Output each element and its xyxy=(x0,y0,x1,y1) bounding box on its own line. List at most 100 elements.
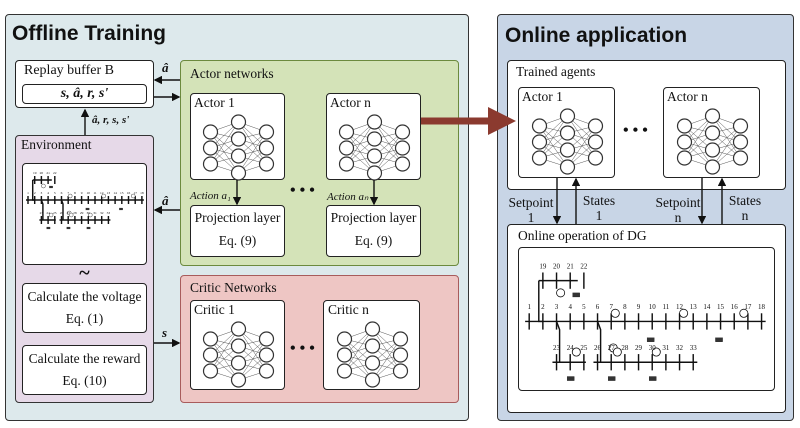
generator-icon xyxy=(739,308,749,318)
nn-node xyxy=(366,114,383,130)
nn-node xyxy=(559,125,576,141)
nn-edge xyxy=(344,328,373,372)
nn-node xyxy=(394,124,411,140)
load-icon xyxy=(566,376,575,381)
bus-number: 15 xyxy=(120,191,124,195)
bus-number: 21 xyxy=(46,171,50,175)
bus-number: 32 xyxy=(100,211,104,215)
bus-number: 16 xyxy=(127,191,131,195)
actor-n-box xyxy=(326,93,421,181)
nn-node xyxy=(258,363,275,379)
nn-node xyxy=(230,355,247,371)
nn-node xyxy=(392,347,409,363)
setpoint-1-text: Setpoint xyxy=(508,195,554,210)
generator-icon xyxy=(48,212,54,218)
nn-node xyxy=(364,338,381,354)
bus-number: 20 xyxy=(40,171,44,175)
bus-number: 7 xyxy=(609,303,613,311)
nn-node xyxy=(676,134,693,150)
critic-networks-label: Critic Networks xyxy=(190,280,277,295)
trained-actor-n-box xyxy=(663,87,760,178)
nn-node xyxy=(732,118,749,134)
a-hat-env-label: â xyxy=(162,193,169,208)
bus-number: 9 xyxy=(81,191,83,195)
generator-icon xyxy=(69,212,74,218)
generator-icon xyxy=(101,193,106,199)
nn-node xyxy=(531,134,548,150)
actor-n-network-icon xyxy=(338,114,411,181)
bus-number: 28 xyxy=(73,211,77,215)
nn-node xyxy=(338,124,355,140)
environment-label: Environment xyxy=(21,137,92,152)
bus-number: 33 xyxy=(690,344,698,352)
nn-edge xyxy=(210,121,239,165)
bus-number: 18 xyxy=(758,303,766,311)
bus-link xyxy=(31,180,35,201)
bus-number: 20 xyxy=(553,262,561,270)
generator-icon xyxy=(68,193,73,199)
nn-node xyxy=(732,150,749,166)
nn-edge xyxy=(567,125,596,168)
nn-node xyxy=(704,125,721,141)
load-icon xyxy=(607,376,616,381)
states-n-text: States xyxy=(728,193,762,208)
states-1-index: 1 xyxy=(595,208,603,223)
nn-edge xyxy=(712,125,741,168)
bus-number: 24 xyxy=(46,211,50,215)
load-icon xyxy=(66,226,71,230)
bus-number: 18 xyxy=(140,191,144,195)
action-a1-label: Action a₁ xyxy=(190,190,231,202)
nn-node xyxy=(366,148,383,164)
nn-node xyxy=(366,131,383,147)
generator-icon xyxy=(571,347,581,357)
nn-edge xyxy=(238,328,267,372)
nn-node xyxy=(364,372,381,388)
bus-number: 7 xyxy=(67,191,69,195)
load-icon xyxy=(85,207,90,211)
nn-edge xyxy=(539,115,568,159)
nn-node xyxy=(587,134,604,150)
bus-number: 11 xyxy=(663,303,670,311)
nn-edge xyxy=(372,328,401,372)
bus-number: 1 xyxy=(527,303,531,311)
nn-edge xyxy=(374,121,403,165)
projection-layer-1-eq: Eq. (9) xyxy=(218,233,257,248)
bus-number: 27 xyxy=(608,344,616,352)
nn-node xyxy=(394,156,411,172)
critic-dots: • • • xyxy=(290,340,315,357)
nn-node xyxy=(732,134,749,150)
projection-layer-n: Projection layer Eq. (9) xyxy=(326,205,421,257)
nn-node xyxy=(587,150,604,166)
nn-node xyxy=(258,140,275,156)
actor-1-network-icon xyxy=(202,114,275,181)
replay-buffer-label: Replay buffer B xyxy=(24,63,114,78)
load-icon xyxy=(86,226,91,230)
bus-number: 2 xyxy=(34,191,36,195)
nn-edge xyxy=(346,131,375,174)
nn-node xyxy=(559,142,576,158)
trained-agents-dots: • • • xyxy=(623,122,648,139)
bus-link xyxy=(40,199,44,220)
nn-node xyxy=(531,118,548,134)
bus-number: 5 xyxy=(582,303,586,311)
bus-link xyxy=(596,321,602,363)
nn-node xyxy=(559,159,576,175)
bus-number: 4 xyxy=(568,303,572,311)
nn-node xyxy=(704,159,721,175)
bus-number: 22 xyxy=(580,262,588,270)
nn-edge xyxy=(238,338,267,381)
nn-node xyxy=(704,108,721,124)
critic-n-box xyxy=(323,300,420,390)
projection-layer-n-eq: Eq. (9) xyxy=(354,233,393,248)
generator-icon xyxy=(130,193,136,199)
nn-node xyxy=(336,347,353,363)
bus-number: 12 xyxy=(100,191,104,195)
nn-edge xyxy=(712,115,741,159)
generator-icon xyxy=(612,347,622,357)
bus-number: 14 xyxy=(703,303,711,311)
load-icon xyxy=(648,376,657,381)
